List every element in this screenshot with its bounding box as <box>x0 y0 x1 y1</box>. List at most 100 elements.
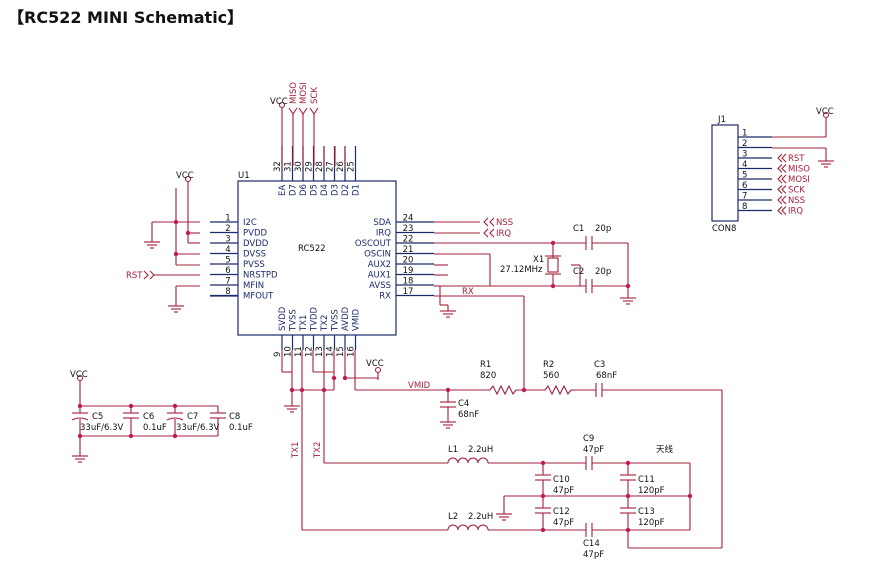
r2-value: 560 <box>543 371 559 381</box>
pin-num-29: 29 <box>305 161 315 172</box>
x1-ref: X1 <box>533 255 544 265</box>
c4-value: 68nF <box>458 410 479 420</box>
pin-name-9: SVDD <box>278 306 288 331</box>
l2-ref: L2 <box>448 512 458 522</box>
connector-pin-num-3: 3 <box>742 150 747 160</box>
pin-num-13: 13 <box>315 346 325 357</box>
pin-name-23: IRQ <box>376 229 391 239</box>
x1-value: 27.12MHz <box>500 265 543 275</box>
connector-body <box>711 124 739 222</box>
connector-signal-mosi: MOSI <box>788 175 810 185</box>
c5-value: 33uF/6.3V <box>80 423 123 433</box>
r1-value: 820 <box>480 371 496 381</box>
c1-value: 20p <box>595 224 611 234</box>
connector-signal-irq: IRQ <box>788 207 803 217</box>
connector-arrow-mosi <box>777 174 783 184</box>
c7-value: 33uF/6.3V <box>176 423 219 433</box>
pin-num-28: 28 <box>315 161 325 172</box>
page-title: 【RC522 MINI Schematic】 <box>8 8 244 27</box>
pin-name-22: OSCOUT <box>355 239 392 249</box>
pin-num-1: 1 <box>225 214 230 224</box>
pin-num-6: 6 <box>225 266 230 276</box>
l2-value: 2.2uH <box>468 512 493 522</box>
pin-num-17: 17 <box>403 287 414 297</box>
pin-num-24: 24 <box>403 214 414 224</box>
connector-arrow2-nss <box>781 195 787 205</box>
c5-ref: C5 <box>92 412 103 422</box>
vcc-label-caps: VCC <box>70 370 88 380</box>
connector-ref: J1 <box>717 115 726 125</box>
pin-num-21: 21 <box>403 245 414 255</box>
pin-name-8: MFOUT <box>243 292 274 302</box>
c9-ref: C9 <box>583 434 594 444</box>
connector-pin-num-8: 8 <box>742 202 747 212</box>
connector-arrow-miso <box>777 164 783 173</box>
pin-num-5: 5 <box>225 256 230 266</box>
pin-name-6: NRSTPD <box>243 271 278 281</box>
connector-arrow-rst <box>777 153 783 163</box>
rc522-chip-body <box>237 180 397 336</box>
pin-num-7: 7 <box>225 277 230 287</box>
net-label-tx1: TX1 <box>291 442 301 459</box>
pin-num-4: 4 <box>225 245 230 255</box>
pin-num-31: 31 <box>284 161 294 172</box>
c14-value: 47pF <box>583 550 604 560</box>
pin-num-25: 25 <box>347 161 357 172</box>
pin-name-19: AUX1 <box>368 271 391 281</box>
c3-ref: C3 <box>594 360 605 370</box>
connector-signal-sck: SCK <box>788 186 805 196</box>
antenna-network <box>302 456 693 548</box>
connector-arrow-nss <box>777 195 783 205</box>
c9-value: 47pF <box>583 445 604 455</box>
c10-value: 47pF <box>553 486 574 496</box>
pin-name-30: D6 <box>299 184 309 196</box>
pin-num-23: 23 <box>403 224 414 234</box>
connector-pin-num-5: 5 <box>742 171 747 181</box>
pin-name-17: RX <box>379 292 391 302</box>
antenna-label: 天线 <box>656 444 674 455</box>
connector-arrow2-mosi <box>781 174 787 184</box>
pin-name-32: EA <box>278 185 288 196</box>
connector-pin-num-1: 1 <box>742 129 747 139</box>
pin-name-31: D7 <box>289 184 299 196</box>
chip-name: RC522 <box>298 244 326 254</box>
connector-arrow2-miso <box>781 164 787 173</box>
left-wiring <box>143 175 238 313</box>
net-label-tx2: TX2 <box>313 442 323 459</box>
pin-num-10: 10 <box>284 346 294 357</box>
pin-name-28: D4 <box>320 184 330 196</box>
connector-arrow-sck <box>777 185 783 194</box>
c13-ref: C13 <box>638 507 655 517</box>
pin-num-3: 3 <box>225 235 230 245</box>
pin-name-21: OSCIN <box>364 250 391 260</box>
pin-name-24: SDA <box>373 218 391 228</box>
pin-name-2: PVDD <box>243 229 267 239</box>
pin-name-12: TVDD <box>310 306 320 332</box>
c11-value: 120pF <box>638 486 665 496</box>
pin-num-15: 15 <box>336 346 346 357</box>
vcc-label-left: VCC <box>176 171 194 181</box>
pin-name-18: AVSS <box>369 281 391 291</box>
c6-ref: C6 <box>143 412 154 422</box>
vcc-label-connector: VCC <box>816 107 834 117</box>
connector-signal-rst: RST <box>788 154 805 164</box>
c6-value: 0.1uF <box>143 423 167 433</box>
pin-num-16: 16 <box>347 346 357 357</box>
connector-arrow-irq <box>777 206 783 215</box>
c12-ref: C12 <box>553 507 570 517</box>
r1-ref: R1 <box>480 360 491 370</box>
l1-value: 2.2uH <box>468 445 493 455</box>
pin-name-15: AVDD <box>341 306 351 331</box>
pin-name-4: DVSS <box>243 250 266 260</box>
pin-num-22: 22 <box>403 235 414 245</box>
connector-pin-num-4: 4 <box>742 160 747 170</box>
l1-ref: L1 <box>448 445 458 455</box>
pin-name-10: TVSS <box>289 309 299 332</box>
vcc-label-avdd: VCC <box>366 359 384 369</box>
pin-num-8: 8 <box>225 287 230 297</box>
connector-wiring <box>772 111 835 168</box>
